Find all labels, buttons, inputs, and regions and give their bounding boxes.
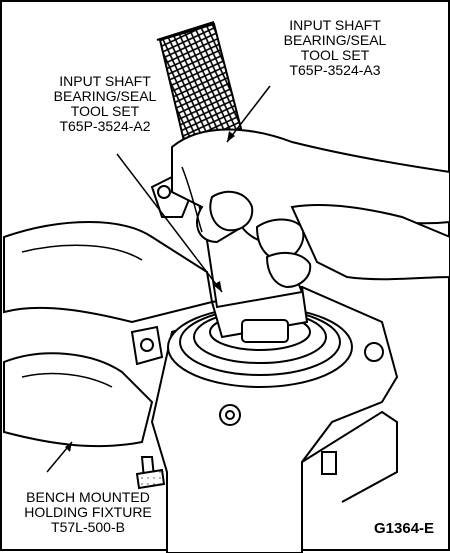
label-holding-fixture-line1: BENCH MOUNTED bbox=[26, 489, 150, 505]
label-tool-set-a2-line1: INPUT SHAFT bbox=[59, 73, 151, 89]
label-tool-set-a3-line1: INPUT SHAFT bbox=[289, 17, 381, 33]
label-holding-fixture: BENCH MOUNTED HOLDING FIXTURE T57L-500-B bbox=[8, 490, 168, 535]
label-tool-set-a3-line4: T65P-3524-A3 bbox=[289, 62, 381, 78]
label-tool-set-a3: INPUT SHAFT BEARING/SEAL TOOL SET T65P-3… bbox=[260, 18, 410, 78]
figure-id: G1364-E bbox=[374, 520, 435, 537]
label-holding-fixture-line2: HOLDING FIXTURE bbox=[24, 504, 152, 520]
label-tool-set-a2-line4: T65P-3524-A2 bbox=[59, 118, 151, 134]
label-tool-set-a2-line3: TOOL SET bbox=[70, 103, 140, 119]
hands bbox=[171, 128, 450, 289]
label-holding-fixture-line3: T57L-500-B bbox=[51, 519, 125, 535]
label-tool-set-a2-line2: BEARING/SEAL bbox=[53, 88, 157, 104]
holding-fixture bbox=[3, 175, 214, 448]
leader-arrowheads bbox=[65, 131, 235, 452]
label-tool-set-a2: INPUT SHAFT BEARING/SEAL TOOL SET T65P-3… bbox=[30, 74, 180, 134]
label-tool-set-a3-line2: BEARING/SEAL bbox=[283, 32, 387, 48]
label-tool-set-a3-line3: TOOL SET bbox=[300, 47, 370, 63]
